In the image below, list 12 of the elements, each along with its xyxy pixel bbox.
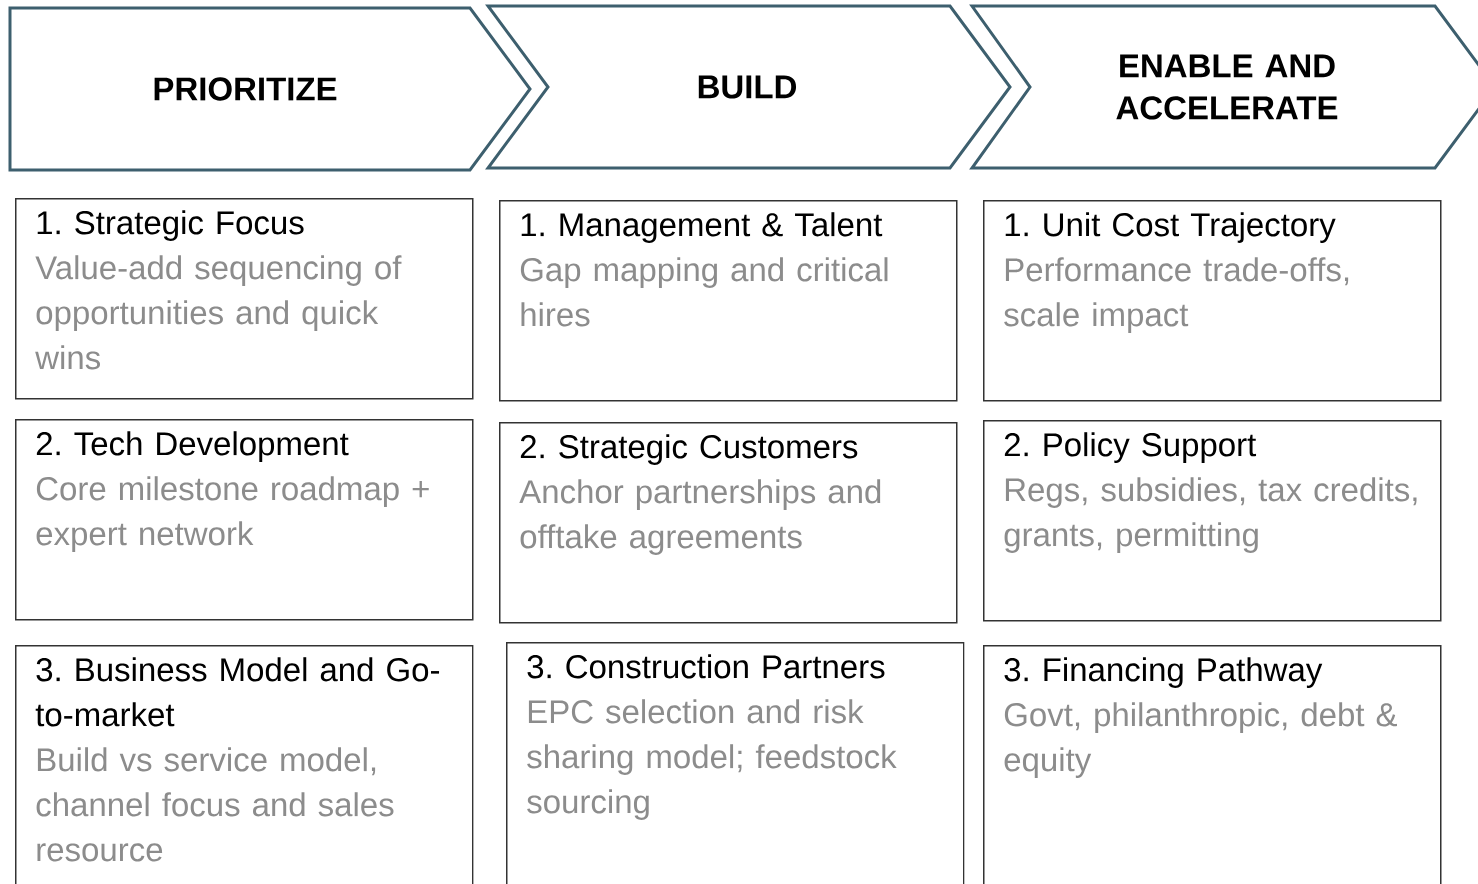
text-box: 1. Management & Talent Gap mapping and critical hires <box>499 200 958 402</box>
text-box: 1. Unit Cost Trajectory Performance trade-offs, scale impact <box>983 200 1442 402</box>
text-box: 3. Financing Pathway Govt, philanthropic, debt & equity <box>983 645 1442 884</box>
text-box: 3. Business Model and Go-to-market Build vs service model, channel focus and sales resource <box>15 645 474 884</box>
text-box: 1. Strategic Focus Value-add sequencing of opportunities and quick wins <box>15 198 474 400</box>
text-box: 2. Strategic Customers Anchor partnerships and offtake agreements <box>499 422 958 624</box>
phase-banner: ENABLE AND ACCELERATE <box>969 4 1478 170</box>
text-box: 3. Construction Partners EPC selection and risk sharing model; feedstock sourcing <box>506 642 965 884</box>
text-box: 2. Policy Support Regs, subsidies, tax credits, grants, permitting <box>983 420 1442 622</box>
text-box: 2. Tech Development Core milestone roadmap + expert network <box>15 419 474 621</box>
phase-banner: BUILD <box>485 4 1012 170</box>
phase-banner: PRIORITIZE <box>8 6 532 172</box>
